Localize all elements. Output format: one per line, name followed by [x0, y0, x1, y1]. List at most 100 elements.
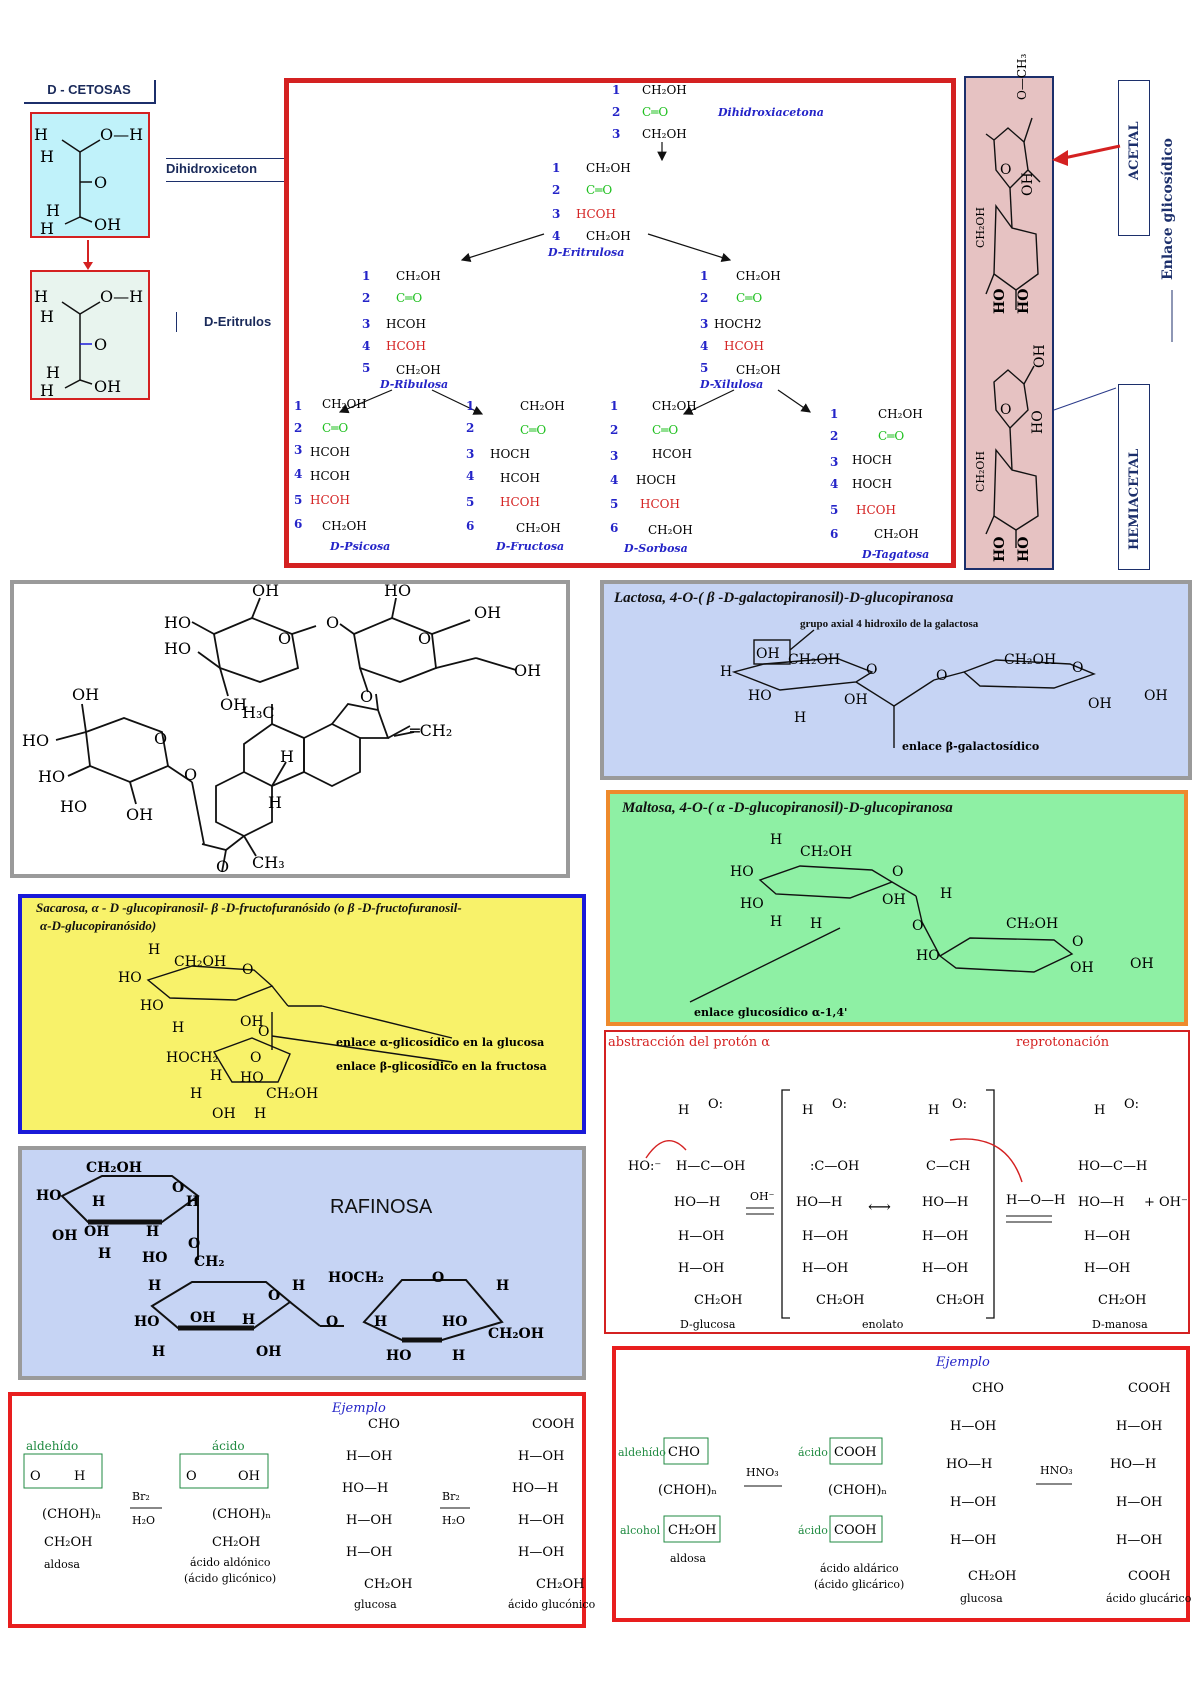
stev-oh1: OH: [252, 581, 279, 600]
svg-text:CH₂OH: CH₂OH: [516, 521, 561, 535]
lac-oh1: OH: [844, 692, 868, 708]
svg-text:H—OH: H—OH: [950, 1533, 996, 1548]
raf-ch2oh: CH₂OH: [86, 1160, 142, 1176]
svg-text:4: 4: [294, 467, 302, 481]
xilulosa: 1 2 3 4 5 CH₂OH C═O HOCH2 HCOH CH₂OH D-X…: [699, 269, 781, 391]
svg-text:3: 3: [610, 449, 618, 463]
svg-text:1: 1: [830, 407, 838, 421]
hemiacetal-labels: OH O HO CH₂OH HO HO: [974, 344, 1048, 562]
svg-text:HNO₃: HNO₃: [746, 1466, 779, 1479]
raf-h10: H: [374, 1314, 387, 1330]
svg-text:HO—H: HO—H: [796, 1195, 842, 1210]
raf-ho2: HO: [142, 1250, 167, 1266]
svg-text:6: 6: [610, 521, 618, 535]
mal-ch2oh2: CH₂OH: [1006, 916, 1058, 932]
svg-text:CH₂OH: CH₂OH: [936, 1293, 985, 1308]
svg-text:COOH: COOH: [1128, 1569, 1171, 1584]
svg-text:D-Ribulosa: D-Ribulosa: [379, 378, 448, 391]
ketose-tree: 1 2 3 CH₂OH C═O CH₂OH Dihidroxiacetona 1…: [294, 83, 929, 561]
svg-text:CHO: CHO: [668, 1445, 700, 1460]
mal-o3: O: [1072, 934, 1083, 950]
stev-ho2: HO: [164, 639, 191, 658]
svg-text:HO—H: HO—H: [674, 1195, 720, 1210]
rafinosa-panel: [18, 1146, 586, 1380]
hn-glucaric: COOH H—OH HO—H H—OH H—OH COOH ácido gluc…: [1106, 1381, 1192, 1605]
svg-text:H—OH: H—OH: [1084, 1229, 1130, 1244]
svg-text:HCOH: HCOH: [500, 471, 540, 485]
svg-text:6: 6: [294, 517, 302, 531]
svg-text:CH₂OH: CH₂OH: [974, 207, 987, 248]
svg-text:H—OH: H—OH: [518, 1513, 564, 1528]
mal-ch2oh1: CH₂OH: [800, 844, 852, 860]
svg-text:4: 4: [830, 477, 838, 491]
svg-text:ácido glucónico: ácido glucónico: [508, 1598, 596, 1611]
svg-text:H—OH: H—OH: [950, 1495, 996, 1510]
epimerization-diagram: abstracción del protón α reprotonación H…: [608, 1035, 1188, 1331]
svg-text:5: 5: [466, 495, 474, 509]
rafinosa-structure: CH₂OH HO H O H OH OH H H HO O CH₂ H O H …: [36, 1160, 544, 1364]
svg-text:C═O: C═O: [322, 421, 348, 435]
svg-text:aldosa: aldosa: [670, 1552, 706, 1565]
svg-text:HO: HO: [1030, 410, 1046, 434]
br-gluconic: COOH H—OH HO—H H—OH H—OH CH₂OH ácido glu…: [508, 1417, 596, 1611]
lac-oh-box: OH: [756, 646, 780, 662]
svg-text:Dihidroxiacetona: Dihidroxiacetona: [717, 106, 824, 119]
svg-text:H—OH: H—OH: [1084, 1261, 1130, 1276]
sac-ho2: HO: [140, 998, 164, 1014]
lac-ch2oh2: CH₂OH: [1004, 652, 1056, 668]
stev-h3c: H₃C: [242, 703, 275, 722]
mol1-h4: H: [40, 219, 54, 238]
raf-h5: H: [148, 1278, 161, 1294]
svg-text:CH₂OH: CH₂OH: [878, 407, 923, 421]
svg-text:4: 4: [362, 339, 370, 353]
svg-text:HCOH: HCOH: [386, 339, 426, 353]
br-glucose: CHO H—OH HO—H H—OH H—OH CH₂OH glucosa: [342, 1417, 413, 1611]
svg-text:CH₂OH: CH₂OH: [396, 269, 441, 283]
mol2-o: O: [94, 335, 107, 354]
svg-text:HOCH: HOCH: [490, 447, 530, 461]
svg-text:1: 1: [466, 399, 474, 413]
bromine-example-panel: [8, 1392, 586, 1628]
svg-text:(CHOH)ₙ: (CHOH)ₙ: [658, 1483, 717, 1498]
lac-o2: O: [936, 668, 947, 684]
mal-ho2: HO: [740, 896, 764, 912]
svg-text:H—OH: H—OH: [346, 1513, 392, 1528]
svg-text:CH₂OH: CH₂OH: [520, 399, 565, 413]
svg-text:C—CH: C—CH: [926, 1159, 970, 1174]
lac-h2: H: [794, 710, 806, 726]
svg-text:O: O: [1000, 402, 1011, 418]
mol2-oh1: O—H: [100, 287, 143, 306]
sac-h4: H: [190, 1086, 202, 1102]
svg-text:(CHOH)ₙ: (CHOH)ₙ: [828, 1483, 887, 1498]
svg-text:(CHOH)ₙ: (CHOH)ₙ: [42, 1507, 101, 1522]
epi-label-right: reprotonación: [1016, 1035, 1110, 1050]
hemiacetal-box: [1118, 384, 1150, 570]
acetal-labels: O—CH₃ O OH CH₂OH HO HO: [974, 54, 1036, 314]
svg-text:HO—H: HO—H: [342, 1481, 388, 1496]
svg-text:C═O: C═O: [652, 423, 678, 437]
br-acido: ácido: [212, 1439, 245, 1453]
svg-text:CH₂OH: CH₂OH: [322, 397, 367, 411]
stev-ch2: ═CH₂: [409, 721, 452, 740]
hemiacetal-pointer: [1053, 387, 1117, 411]
stev-o-link: O: [326, 613, 339, 632]
svg-text:CH₂OH: CH₂OH: [586, 161, 631, 175]
enlace-label-svg: Enlace glicosídico: [1160, 138, 1176, 342]
mol2-oh2: OH: [94, 377, 121, 396]
svg-text:H: H: [678, 1103, 689, 1118]
svg-text:3: 3: [362, 317, 370, 331]
svg-text:5: 5: [610, 497, 618, 511]
mal-ho1: HO: [730, 864, 754, 880]
svg-text:CH₂OH: CH₂OH: [874, 527, 919, 541]
svg-text:C═O: C═O: [878, 429, 904, 443]
sacarosa-title-1: Sacarosa, α - D -glucopiranosil- β -D-fr…: [36, 900, 462, 915]
svg-text:5: 5: [830, 503, 838, 517]
raf-ho4: HO: [442, 1314, 467, 1330]
svg-text:2: 2: [362, 291, 370, 305]
svg-text:HCOH: HCOH: [856, 503, 896, 517]
svg-text:ácido aldárico: ácido aldárico: [820, 1562, 899, 1575]
svg-text:D-glucosa: D-glucosa: [680, 1318, 736, 1331]
stev-o-ester: O: [184, 765, 197, 784]
maltosa-annot: enlace glucosídico α-1,4': [694, 1006, 847, 1019]
svg-text:O: O: [1000, 162, 1011, 178]
